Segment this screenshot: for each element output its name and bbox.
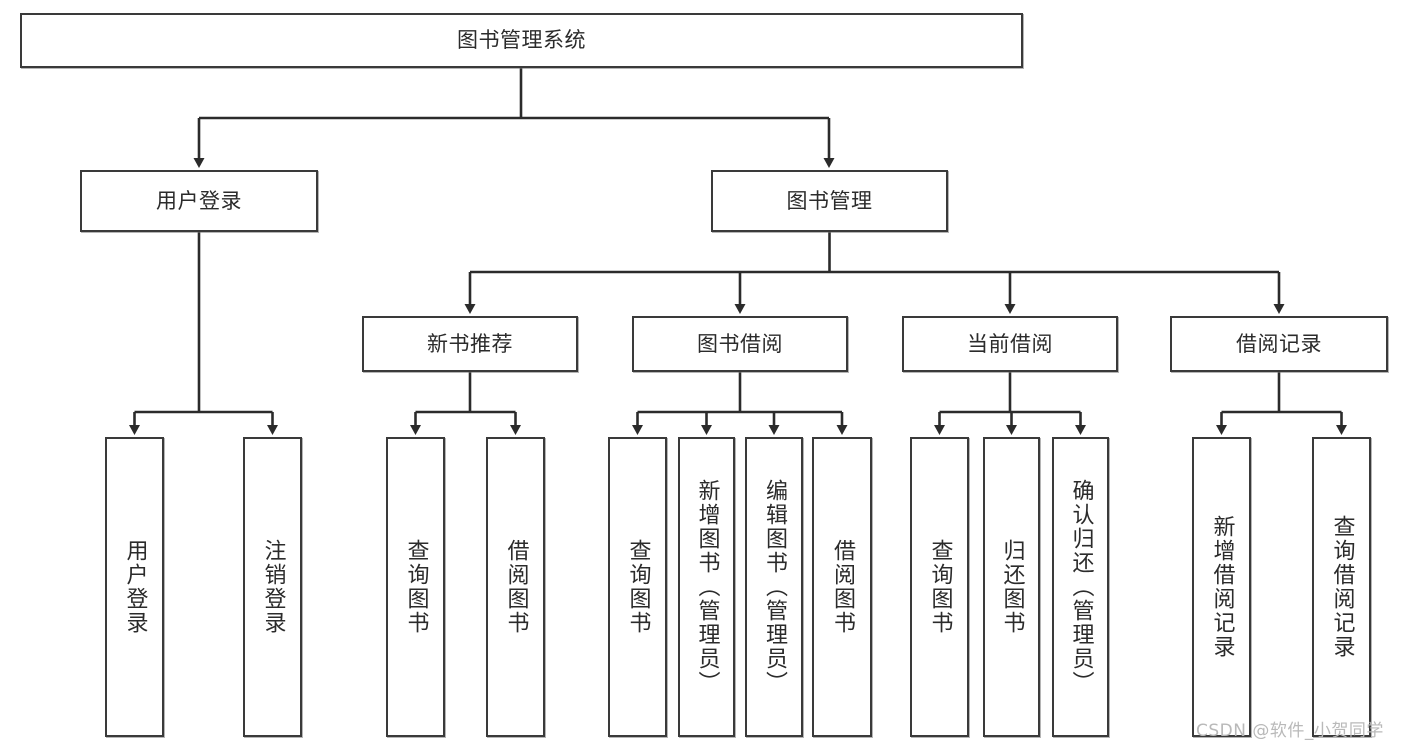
node-label: 借阅图书 — [503, 539, 529, 635]
node-book-manage[interactable]: 图书管理 — [711, 170, 948, 232]
node-label: 图书管理 — [786, 188, 873, 213]
node-label: 用户登录 — [156, 188, 242, 213]
node-label: 查询图书 — [403, 539, 429, 635]
node-new-book-rec[interactable]: 新书推荐 — [362, 316, 578, 372]
node-leaf-query-record[interactable]: 查询借阅记录 — [1312, 437, 1371, 737]
node-leaf-confirm-return[interactable]: 确认归还（管理员） — [1052, 437, 1109, 737]
node-borrow-record[interactable]: 借阅记录 — [1170, 316, 1388, 372]
node-label: 图书管理系统 — [457, 28, 586, 53]
node-book-borrow[interactable]: 图书借阅 — [632, 316, 848, 372]
node-label: 查询图书 — [625, 539, 651, 635]
node-leaf-return-book[interactable]: 归还图书 — [983, 437, 1040, 737]
node-leaf-query-book-3[interactable]: 查询图书 — [910, 437, 969, 737]
node-leaf-user-login[interactable]: 用户登录 — [105, 437, 164, 737]
node-label: 新增图书（管理员） — [694, 479, 720, 695]
node-current-borrow[interactable]: 当前借阅 — [902, 316, 1118, 372]
node-root-图书管理系统[interactable]: 图书管理系统 — [20, 13, 1023, 68]
node-user-login[interactable]: 用户登录 — [80, 170, 318, 232]
csdn-watermark: CSDN @软件_小贺同学 — [1196, 721, 1384, 741]
node-label: 图书借阅 — [697, 331, 783, 356]
node-leaf-query-book-1[interactable]: 查询图书 — [386, 437, 445, 737]
node-label: 注销登录 — [260, 539, 286, 635]
node-label: 归还图书 — [999, 539, 1025, 635]
node-leaf-logout[interactable]: 注销登录 — [243, 437, 302, 737]
node-leaf-borrow-book-2[interactable]: 借阅图书 — [812, 437, 872, 737]
node-leaf-query-book-2[interactable]: 查询图书 — [608, 437, 667, 737]
node-leaf-add-record[interactable]: 新增借阅记录 — [1192, 437, 1251, 737]
node-leaf-borrow-book-1[interactable]: 借阅图书 — [486, 437, 545, 737]
node-leaf-add-book[interactable]: 新增图书（管理员） — [678, 437, 735, 737]
node-label: 借阅记录 — [1236, 331, 1322, 356]
node-leaf-edit-book[interactable]: 编辑图书（管理员） — [745, 437, 803, 737]
node-label: 用户登录 — [122, 539, 148, 635]
node-label: 查询借阅记录 — [1329, 515, 1355, 659]
node-label: 当前借阅 — [967, 331, 1053, 356]
connector-group — [129, 68, 1347, 435]
node-label: 编辑图书（管理员） — [762, 479, 787, 695]
node-label: 确认归还（管理员） — [1068, 479, 1094, 695]
node-label: 新增借阅记录 — [1209, 515, 1235, 659]
node-label: 新书推荐 — [427, 331, 513, 356]
node-label: 查询图书 — [927, 539, 953, 635]
node-label: 借阅图书 — [830, 539, 855, 635]
